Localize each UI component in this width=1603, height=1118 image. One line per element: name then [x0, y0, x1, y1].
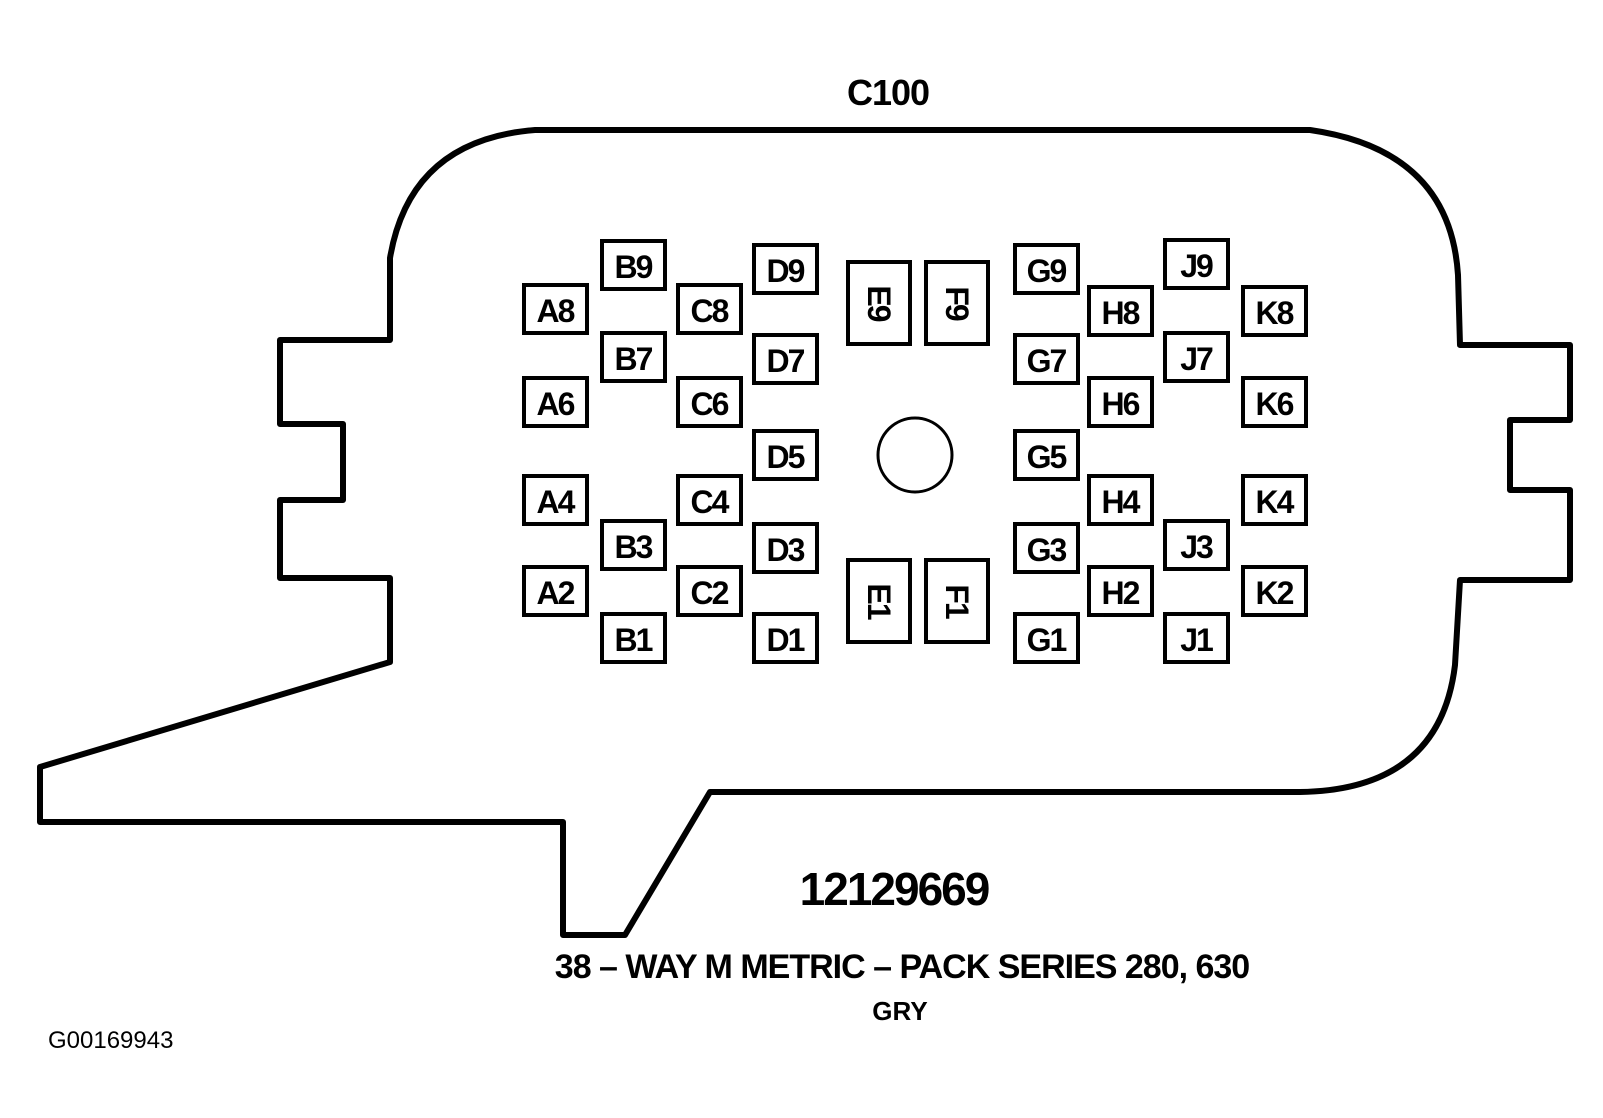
pin-D7: D7 [752, 333, 819, 385]
svg-text:G5: G5 [1027, 439, 1067, 475]
svg-text:K4: K4 [1256, 484, 1295, 520]
svg-text:F9: F9 [939, 286, 975, 321]
svg-text:H6: H6 [1102, 386, 1140, 422]
svg-text:J3: J3 [1180, 529, 1213, 565]
pin-G1: G1 [1013, 612, 1080, 664]
svg-text:C4: C4 [691, 484, 730, 520]
pin-A4: A4 [522, 474, 589, 526]
svg-text:C8: C8 [691, 293, 729, 329]
pin-D5: D5 [752, 429, 819, 481]
svg-text:B3: B3 [615, 529, 653, 565]
connector-color-code: GRY [872, 996, 927, 1026]
svg-text:B9: B9 [615, 249, 653, 285]
svg-text:K2: K2 [1256, 575, 1294, 611]
pin-K6: K6 [1241, 376, 1308, 428]
svg-text:D9: D9 [767, 253, 805, 289]
svg-text:F1: F1 [939, 584, 975, 619]
pin-J7: J7 [1163, 331, 1230, 383]
svg-text:J1: J1 [1180, 622, 1213, 658]
svg-text:K6: K6 [1256, 386, 1294, 422]
figure-id: G00169943 [48, 1027, 173, 1054]
pin-H6: H6 [1087, 376, 1154, 428]
pin-B1: B1 [600, 612, 667, 664]
svg-text:B1: B1 [615, 622, 653, 658]
pin-C4: C4 [676, 474, 743, 526]
pin-J9: J9 [1163, 238, 1230, 290]
svg-text:H4: H4 [1102, 484, 1141, 520]
pin-K2: K2 [1241, 565, 1308, 617]
pin-H4: H4 [1087, 474, 1154, 526]
pin-D9: D9 [752, 243, 819, 295]
svg-text:D7: D7 [767, 343, 805, 379]
svg-text:E1: E1 [861, 583, 897, 619]
svg-text:G1: G1 [1027, 622, 1067, 658]
svg-text:J7: J7 [1180, 341, 1213, 377]
svg-text:K8: K8 [1256, 295, 1294, 331]
svg-text:E9: E9 [861, 285, 897, 321]
pin-C2: C2 [676, 565, 743, 617]
pin-K4: K4 [1241, 474, 1308, 526]
svg-text:H2: H2 [1102, 575, 1140, 611]
connector-description: 38 – WAY M METRIC – PACK SERIES 280, 630 [555, 948, 1250, 986]
center-hole [876, 416, 954, 494]
pin-H2: H2 [1087, 565, 1154, 617]
svg-text:D5: D5 [767, 439, 805, 475]
pin-G9: G9 [1013, 243, 1080, 295]
svg-text:H8: H8 [1102, 295, 1140, 331]
svg-text:A4: A4 [537, 484, 576, 520]
pin-H8: H8 [1087, 285, 1154, 337]
pin-G5: G5 [1013, 429, 1080, 481]
pin-K8: K8 [1241, 285, 1308, 337]
pin-J1: J1 [1163, 612, 1230, 664]
connector-name: C100 [847, 72, 929, 113]
pin-J3: J3 [1163, 519, 1230, 571]
svg-text:D3: D3 [767, 532, 805, 568]
pin-D3: D3 [752, 522, 819, 574]
svg-text:A2: A2 [537, 575, 575, 611]
pin-G3: G3 [1013, 522, 1080, 574]
connector-housing-outline [37, 127, 1573, 938]
pin-F9: F9 [924, 260, 990, 346]
pin-C6: C6 [676, 376, 743, 428]
svg-text:G3: G3 [1027, 532, 1067, 568]
svg-text:G9: G9 [1027, 253, 1067, 289]
svg-text:G7: G7 [1027, 343, 1067, 379]
pin-C8: C8 [676, 283, 743, 335]
pin-E9: E9 [846, 260, 912, 346]
part-number: 12129669 [800, 863, 989, 915]
pin-B7: B7 [600, 331, 667, 383]
svg-text:J9: J9 [1180, 248, 1213, 284]
pin-B3: B3 [600, 519, 667, 571]
svg-text:C6: C6 [691, 386, 729, 422]
svg-text:A8: A8 [537, 293, 575, 329]
pin-A6: A6 [522, 376, 589, 428]
pin-A8: A8 [522, 283, 589, 335]
pin-B9: B9 [600, 239, 667, 291]
pin-D1: D1 [752, 612, 819, 664]
svg-text:B7: B7 [615, 341, 653, 377]
pin-F1: F1 [924, 558, 990, 644]
svg-text:C2: C2 [691, 575, 729, 611]
pin-G7: G7 [1013, 333, 1080, 385]
pin-A2: A2 [522, 565, 589, 617]
pin-E1: E1 [846, 558, 912, 644]
svg-text:D1: D1 [767, 622, 805, 658]
svg-text:A6: A6 [537, 386, 575, 422]
